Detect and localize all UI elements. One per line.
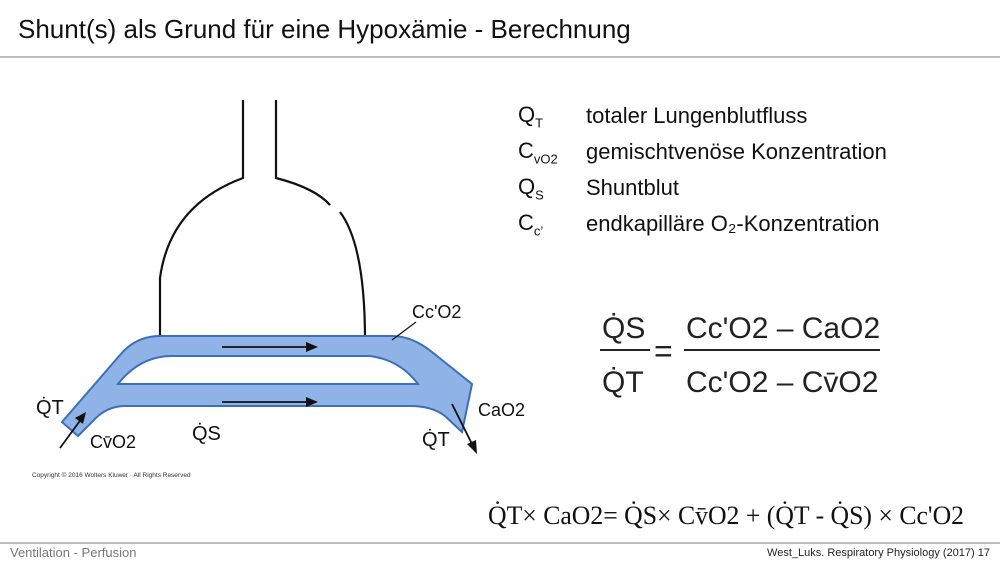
top-divider — [0, 56, 1000, 58]
airway-line-left — [158, 100, 245, 340]
legend-symbol: CvO2 — [518, 137, 558, 167]
outflow-arrow — [451, 403, 475, 449]
legend-text: totaler Lungenblutfluss — [586, 103, 808, 128]
formula-qs: Q̇S — [602, 312, 645, 345]
legend-row: Cc’ endkapilläre O₂-Konzentration — [518, 206, 887, 242]
inflow-arrow — [59, 417, 83, 449]
label-qt-left: Q̇T — [36, 397, 64, 419]
flow-arrow-top-head — [306, 342, 318, 352]
symbol-legend: QT totaler Lungenblutfluss CvO2 gemischt… — [518, 98, 887, 242]
mass-balance-equation: Q̇T× CaO2= Q̇S× Cv̄O2 + (Q̇T - Q̇S) × Cc… — [488, 501, 964, 530]
footer-reference: West_Luks. Respiratory Physiology (2017)… — [767, 547, 990, 559]
legend-row: QT totaler Lungenblutfluss — [518, 98, 887, 134]
formula-denominator: Cc'O2 – Cv̄O2 — [686, 366, 878, 399]
slide-title: Shunt(s) als Grund für eine Hypoxämie - … — [18, 14, 631, 44]
footer-topic: Ventilation - Perfusion — [10, 545, 137, 560]
label-qt-right: Q̇T — [422, 429, 450, 451]
label-ca-o2: CaO2 — [478, 400, 525, 420]
shunt-fraction-formula: Q̇S Q̇T = Cc'O2 – CaO2 Cc'O2 – Cv̄O2 — [600, 312, 880, 399]
legend-text: gemischtvenöse Konzentration — [586, 139, 887, 164]
label-cv-o2: Cv̄O2 — [90, 432, 136, 452]
legend-row: QS Shuntblut — [518, 170, 887, 206]
inflow-arrow-head — [75, 412, 86, 424]
legend-symbol: QS — [518, 173, 544, 203]
legend-symbol: QT — [518, 101, 544, 131]
cc-o2-leader — [391, 321, 417, 341]
outflow-arrow-head — [467, 440, 477, 454]
bottom-divider — [0, 542, 1000, 544]
formula-qt: Q̇T — [602, 366, 644, 399]
legend-row: CvO2 gemischtvenöse Konzentration — [518, 134, 887, 170]
formula-numerator: Cc'O2 – CaO2 — [686, 312, 880, 345]
alveolus-wall-right — [339, 211, 367, 341]
formula-equals: = — [654, 333, 673, 369]
copyright-note: Copyright © 2016 Wolters Kluwer · All Ri… — [32, 472, 191, 479]
legend-text: endkapilläre O₂-Konzentration — [586, 211, 880, 236]
label-qs: Q̇S — [192, 423, 221, 445]
flow-arrow-bottom-head — [306, 397, 318, 407]
label-cc-o2: Cc'O2 — [412, 302, 461, 322]
shunt-diagram: Cc'O2 CaO2 Cv̄O2 Q̇T Q̇S Q̇T — [36, 100, 525, 454]
balance-equation-text: Q̇T× CaO2= Q̇S× Cv̄O2 + (Q̇T - Q̇S) × Cc… — [488, 501, 964, 530]
blood-vessel — [60, 335, 474, 438]
legend-symbol: Cc’ — [518, 209, 544, 239]
airway-line-right — [274, 100, 331, 206]
legend-text: Shuntblut — [586, 175, 679, 200]
